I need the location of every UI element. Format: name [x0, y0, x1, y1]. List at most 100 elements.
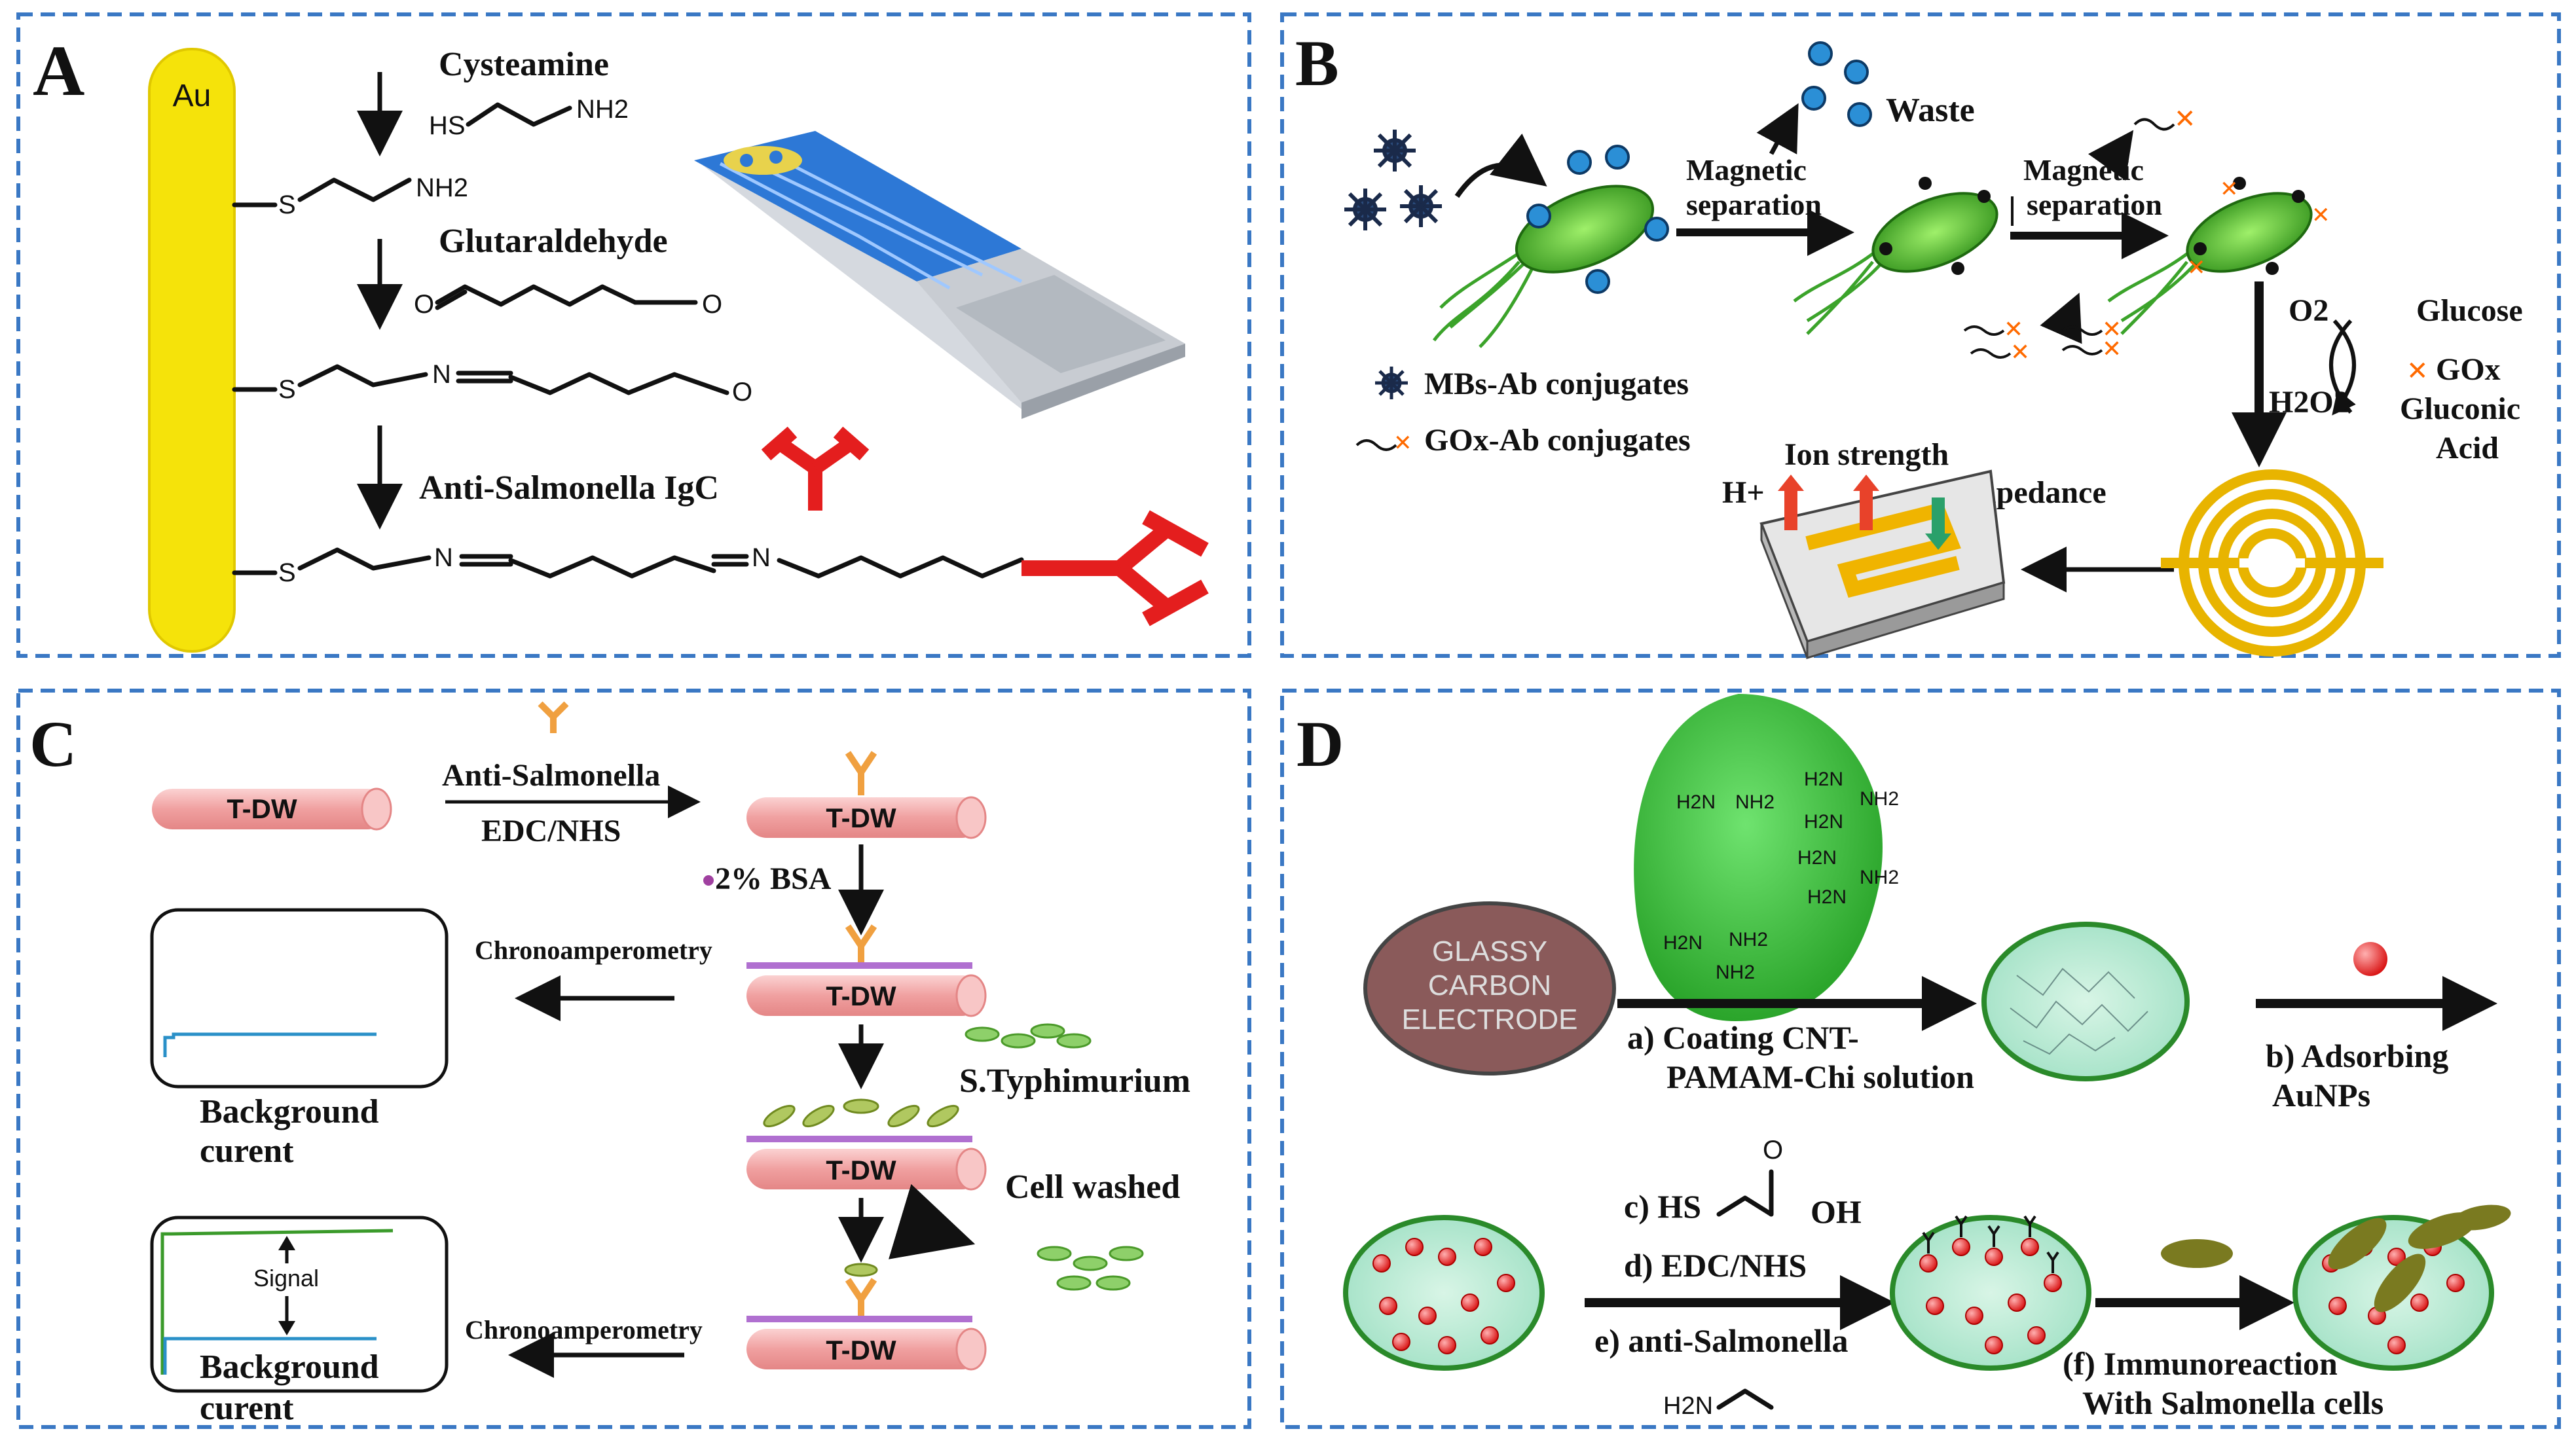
panel-a-border [16, 12, 1251, 658]
row3-bonds-b [508, 555, 716, 579]
gce-line3: ELECTRODE [1402, 1003, 1578, 1036]
row1-bonds [297, 177, 412, 202]
antibody-ys-1 [1922, 1215, 2059, 1273]
magsep1-line1: Magnetic [1686, 153, 1807, 187]
svg-text:✕: ✕ [2102, 335, 2122, 362]
bg2-line2: curent [200, 1390, 294, 1427]
legend-gox-label: GOx-Ab conjugates [1424, 423, 1691, 458]
gox-mix-crosses: ✕✕ ✕✕ [2004, 316, 2122, 365]
row2-n: N [432, 360, 451, 389]
magsep1-line2: separation [1686, 188, 1822, 221]
step-e-label: e) anti-Salmonella [1594, 1322, 1848, 1359]
glucose-label: Glucose [2416, 293, 2523, 328]
typhi-label: S.Typhimurium [959, 1062, 1190, 1100]
svg-text:NH2: NH2 [1860, 788, 1899, 810]
svg-text:✕: ✕ [2220, 177, 2239, 202]
svg-text:H2N: H2N [1807, 886, 1847, 908]
bacterium-2 [1793, 177, 1998, 335]
row3-bonds-a [297, 547, 432, 571]
interdigitated-electrode-icon [2161, 469, 2383, 657]
bound-cells-icon [763, 1098, 959, 1128]
tdw-wire-2 [746, 796, 987, 839]
row1-s: S [278, 190, 296, 219]
row3-n1: N [434, 543, 453, 572]
panel-d-letter: D [1297, 708, 1344, 780]
svg-text:H2N: H2N [1663, 932, 1702, 954]
tdw-label-1: T-DW [227, 793, 297, 824]
svg-text:✕: ✕ [2174, 105, 2196, 134]
svg-text:✕: ✕ [1393, 431, 1412, 456]
legend-gox-icon: ✕ [1355, 431, 1412, 456]
bg1-line2: curent [200, 1132, 294, 1170]
o2-label: O2 [2289, 293, 2328, 328]
svg-text:✕: ✕ [2102, 316, 2122, 342]
row2-o: O [732, 378, 752, 407]
coating-drop-icon [1634, 694, 1883, 1021]
impedance-chip-icon [1759, 469, 2006, 660]
graph-1-trace [163, 1032, 377, 1057]
tdw-wire-1 [152, 787, 392, 831]
waste-label: Waste [1886, 92, 1975, 129]
aunp-dots-1 [1372, 1238, 1515, 1354]
bound-antibody-icon [1021, 510, 1209, 626]
wash-arrow-icon [888, 1184, 976, 1259]
step-c-oh: OH [1811, 1193, 1862, 1230]
step-d-label: d) EDC/NHS [1624, 1247, 1807, 1284]
gce-line2: CARBON [1428, 969, 1551, 1002]
row3-bonds-c [777, 555, 1024, 579]
glutaraldehyde-bonds [435, 284, 638, 307]
step-f-line2: With Salmonella cells [2082, 1384, 2383, 1421]
signal-label: Signal [253, 1265, 319, 1292]
tdw-wire-5 [746, 1328, 987, 1371]
row1-nh2: NH2 [416, 173, 468, 202]
bsa-layer-3 [746, 1316, 972, 1322]
graph-2-bg-trace [163, 1337, 377, 1375]
captured-cells-icon [2328, 1204, 2511, 1312]
bsa-layer-2 [746, 1136, 972, 1142]
tdw-wire-3 [746, 974, 987, 1017]
edc-label: EDC/NHS [481, 814, 621, 848]
signal-arrow-down [278, 1321, 295, 1335]
tdw-label-5: T-DW [826, 1335, 896, 1365]
magnetic-bead-icon [1344, 130, 1442, 230]
sensor-chip-icon [694, 131, 1185, 419]
anti-label: Anti-Salmonella [442, 758, 660, 793]
gox-cross-icon: ✕ [2406, 357, 2429, 386]
antibody-icon [761, 426, 870, 511]
cysteamine-bonds [466, 102, 572, 127]
graph-2 [150, 1216, 449, 1393]
washed-label: Cell washed [1005, 1168, 1180, 1206]
ion-strength-label: Ion strength [1784, 437, 1949, 472]
tdw-label-4: T-DW [826, 1155, 896, 1185]
glut-double1 [435, 289, 468, 310]
signal-label-bg [239, 1263, 334, 1296]
svg-text:NH2: NH2 [1716, 962, 1755, 983]
gluconic-line2: Acid [2436, 431, 2499, 465]
curved-arrow-mix [1454, 134, 1547, 198]
step1-label: Cysteamine [439, 46, 609, 83]
svg-text:✕: ✕ [2004, 316, 2023, 342]
legend-mbs-label: MBs-Ab conjugates [1424, 367, 1689, 401]
signal-arrow-up [278, 1236, 295, 1250]
svg-text:NH2: NH2 [1735, 791, 1775, 813]
gox-conjugate-icon: ✕ [2133, 105, 2196, 134]
legend-mbs-icon [1375, 367, 1408, 399]
tdw-label-3: T-DW [826, 981, 896, 1011]
panel-a: A Au Cysteamine HS NH2 S NH2 Glutaraldeh… [16, 12, 1251, 658]
magsep2-line2: separation [2027, 188, 2162, 221]
step-b-line2: AuNPs [2272, 1077, 2370, 1113]
glut-o1: O [414, 290, 434, 319]
arrow-gox-out [2088, 130, 2134, 181]
bg1-line1: Background [200, 1093, 379, 1130]
gox-label: GOx [2436, 352, 2501, 387]
bg2-line1: Background [200, 1348, 379, 1386]
coated-electrode [1981, 922, 2190, 1081]
svg-text:H2N: H2N [1797, 847, 1837, 869]
reaction-arc-right [2332, 319, 2356, 416]
tdw-label-2: T-DW [826, 803, 896, 833]
row2-s: S [278, 375, 296, 404]
captured-cell-icon [844, 1263, 878, 1277]
row2-bonds-a [297, 364, 428, 388]
